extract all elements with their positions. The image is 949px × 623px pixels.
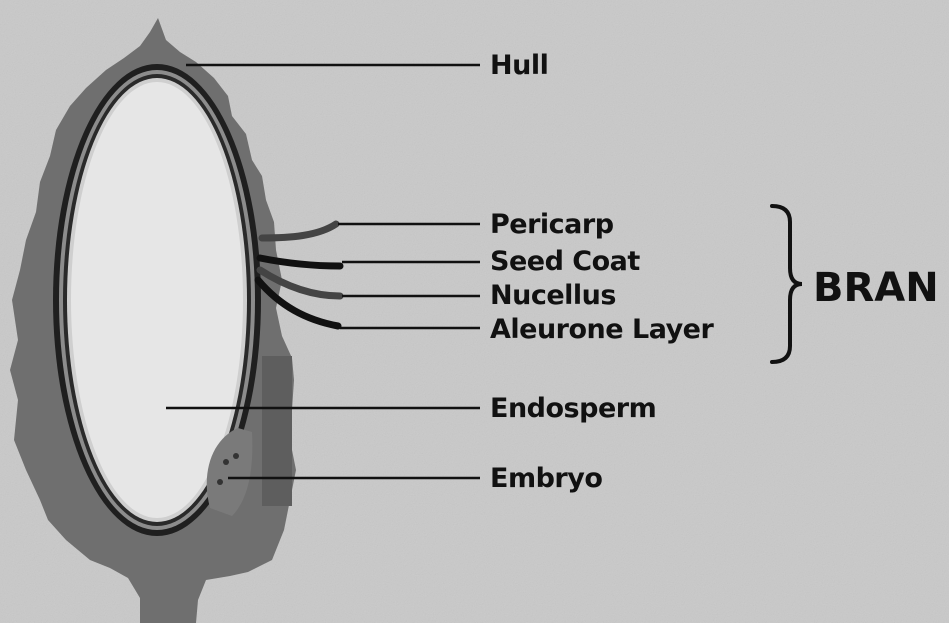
embryo-label: Embryo	[490, 465, 602, 492]
pericarp-label: Pericarp	[490, 211, 614, 238]
endosperm-label: Endosperm	[490, 395, 656, 422]
bran-label: BRAN	[813, 268, 939, 308]
aleurone-layer-label: Aleurone Layer	[490, 316, 713, 343]
embryo-dot	[233, 453, 239, 459]
seed-coat-label: Seed Coat	[490, 248, 640, 275]
hull-tab	[262, 356, 292, 506]
embryo-dot	[217, 479, 223, 485]
nucellus-label: Nucellus	[490, 282, 616, 309]
embryo-dot	[223, 459, 229, 465]
hull-label: Hull	[490, 52, 548, 79]
